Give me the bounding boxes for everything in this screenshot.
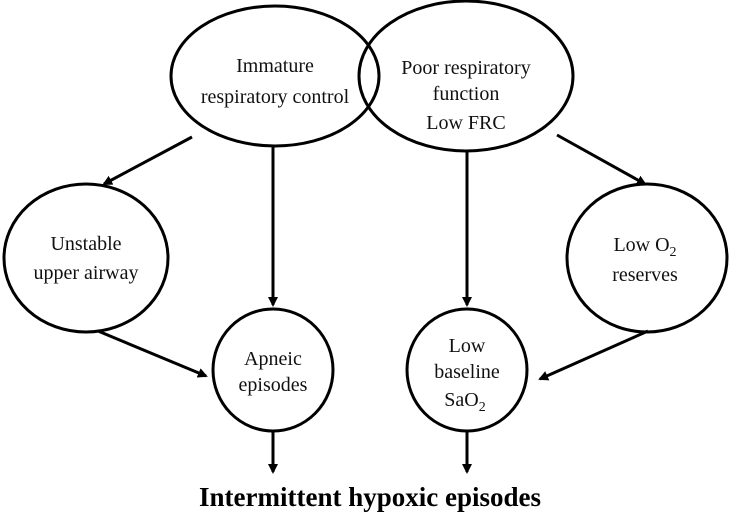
node-label-line: Immature (236, 55, 314, 77)
node-low-baseline-sao2: Low baseline SaO2 (405, 307, 529, 433)
edge-poor-to-o2reserves (556, 133, 647, 186)
node-poor-respiratory-function: Poor respiratory function Low FRC (357, 0, 575, 153)
node-label-line: Apneic (244, 348, 302, 370)
node-label-line: Poor respiratory (401, 57, 530, 79)
node-unstable-upper-airway: Unstable upper airway (2, 182, 170, 334)
node-immature-respiratory-control: Immature respiratory control (169, 4, 381, 148)
edge-immature-to-unstable (102, 135, 193, 186)
node-label-line: SaO2 (444, 389, 485, 415)
node-label-line: Low (449, 335, 486, 357)
edge-o2reserves-to-sao2 (538, 329, 649, 381)
node-label-line: reserves (612, 264, 678, 286)
node-label-line: upper airway (34, 262, 139, 284)
node-label-line: Unstable (50, 233, 121, 255)
node-label-line: respiratory control (201, 86, 350, 108)
node-label-line: Low FRC (426, 112, 505, 134)
outcome-label: Intermittent hypoxic episodes (199, 482, 541, 512)
node-low-o2-reserves: Low O2 reserves (565, 182, 729, 334)
node-apneic-episodes: Apneic episodes (211, 307, 335, 433)
node-label-line: Low O2 (613, 234, 676, 260)
node-label-line: episodes (239, 374, 308, 396)
edge-unstable-to-apneic (97, 329, 208, 378)
node-label-line: baseline (434, 361, 500, 383)
node-label-line: function (433, 83, 500, 105)
